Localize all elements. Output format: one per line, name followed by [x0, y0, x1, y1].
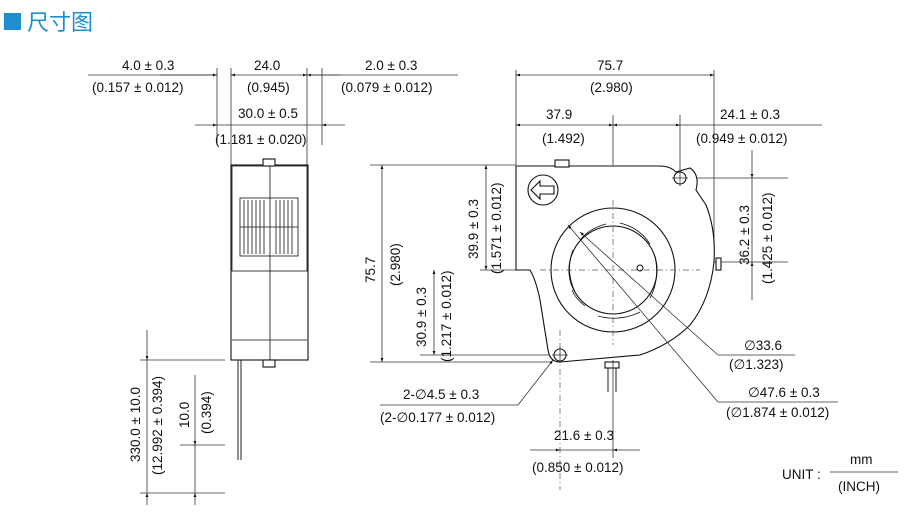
front-dim-center-x-mm: 37.9	[546, 107, 572, 122]
front-dim-impeller-diameter-mm: ∅47.6 ± 0.3	[748, 385, 820, 400]
side-dim-total-width-inch: (1.181 ± 0.020)	[215, 132, 306, 147]
front-dim-hub-diameter-inch: (∅1.323)	[729, 357, 784, 372]
unit-top: mm	[850, 452, 873, 467]
side-dim-right-offset-inch: (0.079 ± 0.012)	[341, 80, 432, 95]
side-dim-lead-length-mm: 330.0 ± 10.0	[128, 387, 143, 462]
side-dim-total-width-mm: 30.0 ± 0.5	[238, 106, 298, 121]
side-view: 4.0 ± 0.3 (0.157 ± 0.012) 24.0 (0.945) 2…	[88, 58, 458, 505]
section-header: 尺寸图	[4, 6, 93, 36]
side-dim-lead-length-inch: (12.992 ± 0.394)	[150, 376, 165, 475]
front-dim-overall-width-inch: (2.980)	[590, 80, 633, 95]
front-dim-overall-height-mm: 75.7	[363, 257, 378, 283]
side-dim-right-offset-mm: 2.0 ± 0.3	[365, 58, 417, 73]
unit-legend: UNIT : mm (INCH)	[782, 452, 898, 494]
front-dim-hole-offset-x-inch: (0.949 ± 0.012)	[696, 131, 787, 146]
front-dim-overall-width-mm: 75.7	[597, 58, 623, 73]
front-dim-hole-offset-y-mm: 36.2 ± 0.3	[737, 205, 752, 265]
front-dim-hole-bottom-x-mm: 21.6 ± 0.3	[554, 428, 614, 443]
front-dim-hole-offset-x-mm: 24.1 ± 0.3	[720, 107, 780, 122]
front-dim-center-y-lower-mm: 30.9 ± 0.3	[414, 287, 429, 347]
side-dim-width-top-mm: 24.0	[254, 58, 280, 73]
front-dim-mount-holes-inch: (2-∅0.177 ± 0.012)	[380, 410, 495, 425]
square-bullet-icon	[4, 12, 21, 30]
unit-label: UNIT :	[782, 467, 821, 482]
impeller-blades	[569, 222, 658, 319]
side-dim-left-offset-inch: (0.157 ± 0.012)	[92, 80, 183, 95]
side-dim-strip-length-mm: 10.0	[177, 402, 192, 428]
front-dim-hub-diameter-mm: ∅33.6	[744, 338, 782, 353]
front-dim-mount-holes-mm: 2-∅4.5 ± 0.3	[403, 387, 479, 402]
front-dim-overall-height-inch: (2.980)	[388, 243, 403, 286]
vent-slots	[240, 200, 298, 254]
fan-side-body	[230, 164, 309, 361]
front-dim-center-y-lower-inch: (1.217 ± 0.012)	[439, 271, 454, 362]
front-dim-hole-offset-y-inch: (1.425 ± 0.012)	[760, 193, 775, 284]
front-dim-impeller-diameter-inch: (∅1.874 ± 0.012)	[726, 405, 829, 420]
side-dim-left-offset-mm: 4.0 ± 0.3	[122, 58, 174, 73]
side-dim-strip-length-inch: (0.394)	[199, 391, 214, 434]
unit-bottom: (INCH)	[838, 479, 880, 494]
front-dim-center-y-upper-mm: 39.9 ± 0.3	[466, 199, 481, 259]
terminal-pins	[604, 361, 620, 369]
front-dim-hole-bottom-x-inch: (0.850 ± 0.012)	[532, 460, 623, 475]
side-dim-width-top-inch: (0.945)	[247, 80, 290, 95]
front-dim-center-x-inch: (1.492)	[542, 131, 585, 146]
section-title: 尺寸图	[27, 11, 94, 36]
front-view: 75.7 (2.980) 37.9 (1.492) 24.1 ± 0.3 (0.…	[363, 58, 838, 490]
front-dim-center-y-upper-inch: (1.571 ± 0.012)	[489, 183, 504, 274]
